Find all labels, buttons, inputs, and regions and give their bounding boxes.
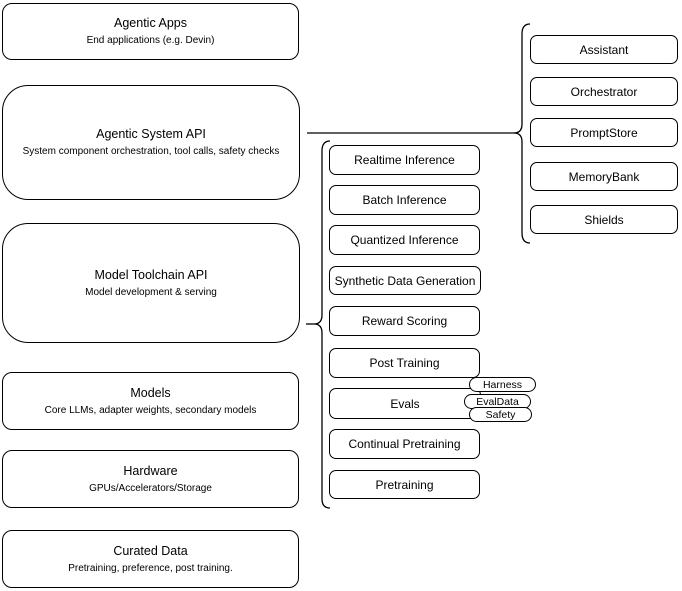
box-post-training: Post Training <box>329 348 480 378</box>
box-label: MemoryBank <box>568 169 640 184</box>
box-realtime-inference: Realtime Inference <box>329 145 480 175</box>
box-quantized-inference: Quantized Inference <box>329 225 480 255</box>
box-label: Reward Scoring <box>361 314 448 328</box>
box-subtitle: Model development & serving <box>85 286 217 298</box>
box-synthetic-data-generation: Synthetic Data Generation <box>329 266 481 295</box>
brace-system-components <box>513 23 531 244</box>
box-label: Synthetic Data Generation <box>334 273 476 288</box>
box-models: Models Core LLMs, adapter weights, secon… <box>2 372 299 430</box>
box-model-toolchain-api: Model Toolchain API Model development & … <box>2 223 300 343</box>
box-assistant: Assistant <box>530 35 678 64</box>
box-subtitle: Pretraining, preference, post training. <box>68 562 233 574</box>
box-subtitle: End applications (e.g. Devin) <box>86 35 215 46</box>
box-label: Assistant <box>579 42 629 57</box>
box-label: Pretraining <box>375 477 434 492</box>
box-label: Continual Pretraining <box>348 437 461 451</box>
box-hardware: Hardware GPUs/Accelerators/Storage <box>2 450 299 508</box>
tag-harness: Harness <box>469 377 536 392</box>
box-label: Quantized Inference <box>350 233 459 247</box>
tag-label: EvalData <box>476 395 519 408</box>
box-label: Batch Inference <box>362 193 447 207</box>
box-promptstore: PromptStore <box>530 118 678 147</box>
box-label: Realtime Inference <box>354 153 455 167</box>
box-title: Agentic System API <box>96 127 206 141</box>
box-subtitle: GPUs/Accelerators/Storage <box>89 482 212 494</box>
box-label: Post Training <box>369 356 440 370</box>
box-batch-inference: Batch Inference <box>329 185 480 215</box>
box-title: Hardware <box>123 463 178 478</box>
tag-safety: Safety <box>469 407 532 422</box>
box-curated-data: Curated Data Pretraining, preference, po… <box>2 530 299 588</box>
box-reward-scoring: Reward Scoring <box>329 306 480 336</box>
box-title: Agentic Apps <box>114 16 187 30</box>
box-agentic-system-api: Agentic System API System component orch… <box>2 85 300 200</box>
box-title: Models <box>130 385 171 400</box>
box-title: Curated Data <box>113 543 188 558</box>
tag-label: Harness <box>482 378 523 391</box>
box-subtitle: System component orchestration, tool cal… <box>22 146 280 157</box>
box-pretraining: Pretraining <box>329 470 480 499</box>
box-shields: Shields <box>530 205 678 234</box>
box-orchestrator: Orchestrator <box>530 77 678 106</box>
box-label: Shields <box>584 212 624 227</box>
box-agentic-apps: Agentic Apps End applications (e.g. Devi… <box>2 3 299 60</box>
box-label: Orchestrator <box>570 84 638 99</box>
box-continual-pretraining: Continual Pretraining <box>329 429 480 459</box>
box-title: Model Toolchain API <box>94 267 208 282</box>
brace-toolchain-components <box>313 140 331 509</box>
box-memorybank: MemoryBank <box>530 162 678 191</box>
box-subtitle: Core LLMs, adapter weights, secondary mo… <box>44 404 257 416</box>
box-label: PromptStore <box>570 125 638 140</box>
tag-label: Safety <box>485 408 516 421</box>
box-label: Evals <box>390 396 420 411</box>
box-evals: Evals <box>329 388 481 419</box>
